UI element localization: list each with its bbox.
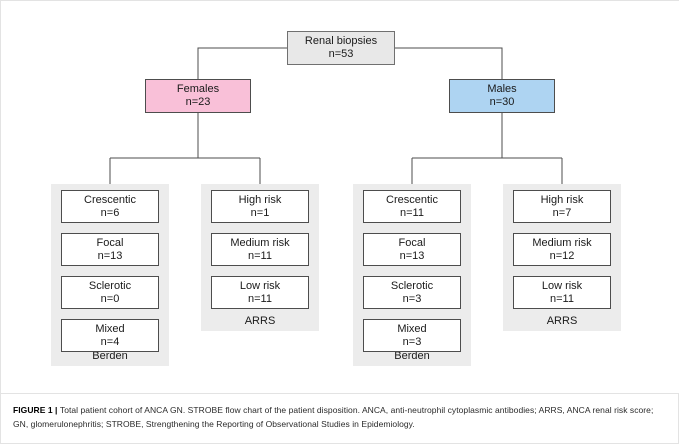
flowchart-canvas: Berden ARRS Berden ARRS Renal biopsies n… — [1, 1, 679, 393]
node-female-berden-focal: Focal n=13 — [61, 233, 159, 266]
node-male-arrs-medium-risk: Medium risk n=12 — [513, 233, 611, 266]
node-label: Medium risk — [532, 236, 592, 249]
node-female-arrs-high-risk: High risk n=1 — [211, 190, 309, 223]
node-count: n=11 — [550, 292, 574, 305]
node-count: n=11 — [248, 292, 272, 305]
node-label: Sclerotic — [390, 279, 434, 292]
node-male-berden-crescentic: Crescentic n=11 — [363, 190, 461, 223]
node-male-berden-focal: Focal n=13 — [363, 233, 461, 266]
group-caption-female-berden: Berden — [92, 350, 128, 362]
node-label: Sclerotic — [88, 279, 132, 292]
node-label: Low risk — [541, 279, 583, 292]
node-count: n=23 — [185, 96, 211, 108]
node-label: Focal — [96, 236, 124, 249]
node-count: n=7 — [552, 206, 572, 219]
node-male-arrs-low-risk: Low risk n=11 — [513, 276, 611, 309]
edge-root-to-females — [197, 47, 287, 79]
node-females: Females n=23 — [145, 79, 251, 113]
node-male-arrs-high-risk: High risk n=7 — [513, 190, 611, 223]
node-label: Mixed — [95, 322, 125, 335]
node-count: n=11 — [400, 206, 424, 219]
node-count: n=11 — [248, 249, 272, 262]
node-count: n=3 — [402, 335, 422, 348]
figure-caption-separator: | — [55, 405, 58, 415]
edge-root-to-males — [395, 47, 503, 79]
node-count: n=30 — [489, 96, 515, 108]
node-count: n=13 — [97, 249, 123, 262]
figure-number: FIGURE 1 — [13, 405, 53, 415]
node-label: Focal — [398, 236, 426, 249]
node-female-arrs-medium-risk: Medium risk n=11 — [211, 233, 309, 266]
figure-caption-bar: FIGURE 1 | Total patient cohort of ANCA … — [1, 393, 678, 443]
node-label: High risk — [540, 193, 584, 206]
figure-caption-body: Total patient cohort of ANCA GN. STROBE … — [13, 405, 654, 429]
node-males: Males n=30 — [449, 79, 555, 113]
node-count: n=1 — [250, 206, 270, 219]
node-count: n=3 — [402, 292, 422, 305]
group-caption-female-arrs: ARRS — [244, 315, 276, 327]
node-count: n=53 — [328, 48, 354, 60]
node-label: High risk — [238, 193, 282, 206]
node-label: Crescentic — [386, 193, 438, 206]
node-label: Females — [176, 83, 220, 95]
node-count: n=0 — [100, 292, 120, 305]
node-count: n=6 — [100, 206, 120, 219]
node-label: Crescentic — [84, 193, 136, 206]
node-male-berden-sclerotic: Sclerotic n=3 — [363, 276, 461, 309]
node-label: Renal biopsies — [304, 35, 378, 47]
node-label: Males — [487, 83, 517, 95]
node-label: Low risk — [239, 279, 281, 292]
node-female-arrs-low-risk: Low risk n=11 — [211, 276, 309, 309]
node-count: n=13 — [399, 249, 425, 262]
figure-caption: FIGURE 1 | Total patient cohort of ANCA … — [13, 404, 666, 431]
node-label: Mixed — [397, 322, 427, 335]
group-caption-male-arrs: ARRS — [546, 315, 578, 327]
node-male-berden-mixed: Mixed n=3 — [363, 319, 461, 352]
node-count: n=12 — [549, 249, 575, 262]
node-count: n=4 — [100, 335, 120, 348]
node-renal-biopsies: Renal biopsies n=53 — [287, 31, 395, 65]
node-female-berden-mixed: Mixed n=4 — [61, 319, 159, 352]
node-female-berden-sclerotic: Sclerotic n=0 — [61, 276, 159, 309]
node-label: Medium risk — [230, 236, 290, 249]
node-female-berden-crescentic: Crescentic n=6 — [61, 190, 159, 223]
group-caption-male-berden: Berden — [394, 350, 430, 362]
